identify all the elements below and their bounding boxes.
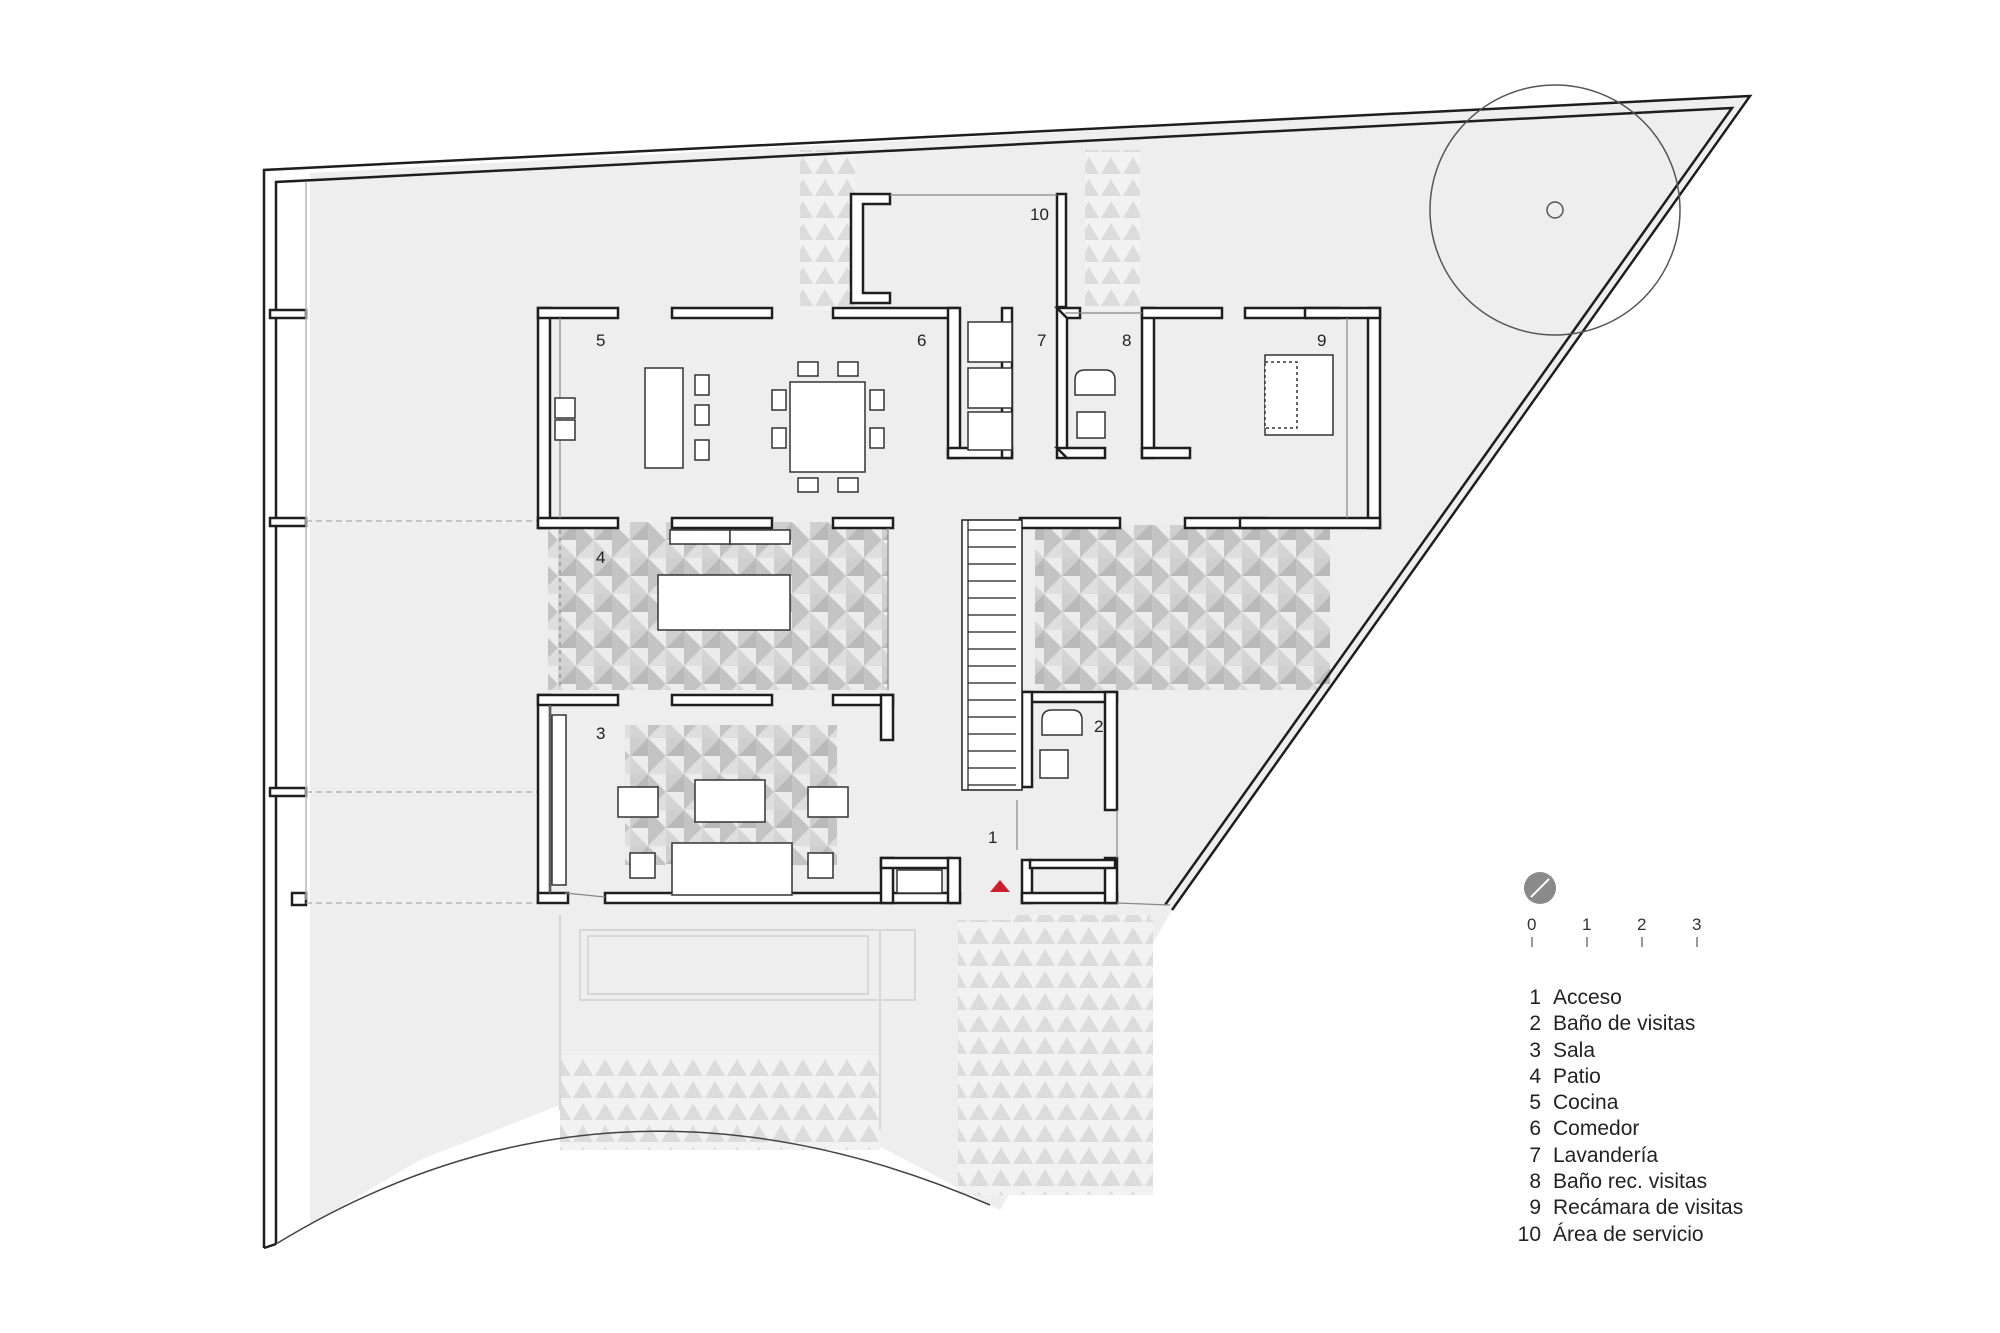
legend-label: Recámara de visitas <box>1553 1196 1744 1220</box>
room-number-7: 7 <box>1037 331 1046 350</box>
scale-bar: 0 1 2 3 <box>1527 915 1701 947</box>
scale-tick-2: 2 <box>1637 915 1646 934</box>
legend-item: 8 Baño rec. visitas <box>1505 1169 1743 1195</box>
house-walls <box>536 192 1382 905</box>
patio-tiles-east <box>1035 525 1330 690</box>
room-number-9: 9 <box>1317 331 1326 350</box>
legend-item: 3 Sala <box>1505 1038 1743 1064</box>
legend-label: Baño rec. visitas <box>1553 1170 1708 1194</box>
legend-item: 4 Patio <box>1505 1064 1743 1090</box>
legend-label: Área de servicio <box>1553 1222 1704 1246</box>
legend-number: 5 <box>1529 1091 1541 1115</box>
room-number-5: 5 <box>596 331 605 350</box>
legend-label: Comedor <box>1553 1117 1640 1141</box>
legend-label: Lavandería <box>1553 1143 1659 1167</box>
room-number-8: 8 <box>1122 331 1131 350</box>
legend-item: 9 Recámara de visitas <box>1505 1195 1743 1221</box>
entry-arrow-icon <box>990 880 1010 892</box>
legend-item: 5 Cocina <box>1505 1090 1743 1116</box>
legend-label: Acceso <box>1553 986 1622 1009</box>
stairs <box>961 519 1023 791</box>
curved-edge <box>275 1130 991 1245</box>
glazing-lines <box>549 312 1348 906</box>
legend-number: 8 <box>1529 1170 1541 1194</box>
legend-number: 2 <box>1529 1012 1541 1036</box>
garage-lines <box>306 520 538 904</box>
room-number-4: 4 <box>596 548 605 567</box>
legend-label: Sala <box>1553 1038 1596 1062</box>
room-number-10: 10 <box>1030 205 1049 224</box>
room-number-1: 1 <box>988 828 997 847</box>
legend-number: 4 <box>1529 1064 1541 1088</box>
legend-number: 1 <box>1529 986 1541 1009</box>
room-number-6: 6 <box>917 331 926 350</box>
legend-number: 3 <box>1529 1038 1541 1062</box>
legend-item: 2 Baño de visitas <box>1505 1011 1743 1037</box>
north-arrow-icon <box>1524 872 1556 904</box>
legend-item: 10 Área de servicio <box>1505 1222 1743 1248</box>
legend-item: 1 Acceso <box>1505 985 1743 1011</box>
legend-item: 7 Lavandería <box>1505 1143 1743 1169</box>
scale-tick-3: 3 <box>1692 915 1701 934</box>
west-wall <box>268 182 308 907</box>
legend-number: 6 <box>1529 1117 1541 1141</box>
legend-label: Cocina <box>1553 1091 1619 1115</box>
room-number-2: 2 <box>1094 717 1103 736</box>
stair-treads <box>967 520 1016 790</box>
legend-number: 9 <box>1529 1196 1541 1220</box>
legend-label: Baño de visitas <box>1553 1012 1696 1036</box>
legend-label: Patio <box>1553 1064 1601 1088</box>
scale-tick-1: 1 <box>1582 915 1591 934</box>
legend-number: 7 <box>1529 1143 1541 1167</box>
room-number-3: 3 <box>596 724 605 743</box>
legend-number: 10 <box>1517 1222 1541 1246</box>
legend-item: 6 Comedor <box>1505 1116 1743 1142</box>
property-boundary <box>262 94 1753 1250</box>
scale-tick-0: 0 <box>1527 915 1536 934</box>
tree-icon <box>1429 84 1681 336</box>
furniture <box>551 321 1334 896</box>
pool-outline <box>559 915 916 1130</box>
